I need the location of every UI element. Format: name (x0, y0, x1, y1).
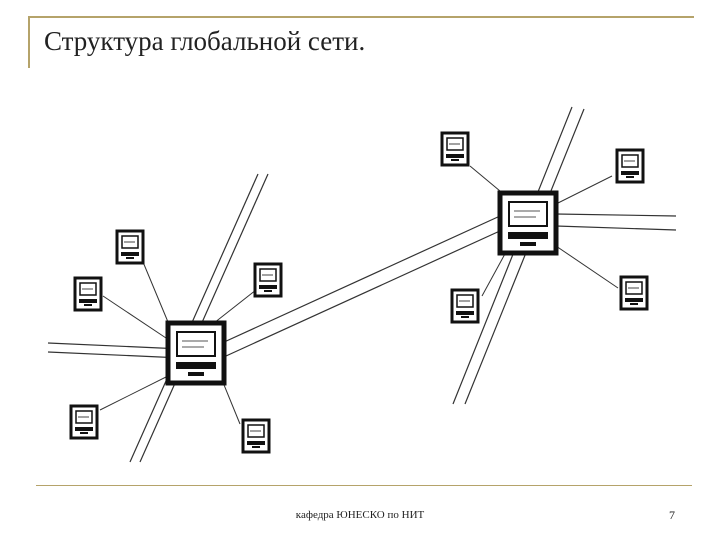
link-pc-left-3 (213, 289, 257, 324)
slide-title: Структура глобальной сети. (44, 26, 366, 56)
link-pc-left-1 (142, 261, 169, 323)
terminal-computer-left-1 (115, 229, 145, 265)
terminal-computer-right-4 (619, 275, 649, 311)
trunk-line-e2 (225, 229, 503, 357)
trunk-line-e1 (221, 215, 501, 344)
terminal-computer-left-3 (253, 262, 283, 298)
trunk-line-a1 (129, 173, 259, 463)
trunk-lines (47, 106, 677, 463)
page-number: 7 (669, 508, 675, 522)
trunk-line-b2 (47, 351, 183, 359)
footer-divider (36, 485, 692, 486)
terminal-computer-right-2 (615, 148, 645, 184)
terminal-computer-left-2 (73, 276, 103, 312)
terminal-computer-right-1 (440, 131, 470, 167)
link-pc-left-4 (99, 375, 169, 411)
trunk-line-d1 (555, 213, 677, 217)
link-pc-left-2 (102, 295, 167, 339)
terminal-computer-left-4 (69, 404, 99, 440)
hub-computer-left (168, 323, 224, 383)
link-pc-right-2 (555, 175, 613, 205)
hub-computer-right (500, 193, 556, 253)
trunk-line-c1 (452, 106, 573, 405)
terminal-computer-right-3 (450, 288, 480, 324)
link-pc-left-5 (221, 379, 241, 425)
trunk-line-d2 (555, 225, 677, 231)
footer-caption: кафедра ЮНЕСКО по НИТ (295, 509, 425, 521)
trunk-line-a2 (139, 173, 269, 463)
link-pc-right-3 (481, 251, 507, 297)
trunk-line-c2 (464, 108, 585, 405)
trunk-line-b1 (47, 342, 183, 350)
link-pc-right-4 (555, 245, 619, 289)
title-frame (28, 16, 694, 68)
terminal-computer-left-5 (241, 418, 271, 454)
